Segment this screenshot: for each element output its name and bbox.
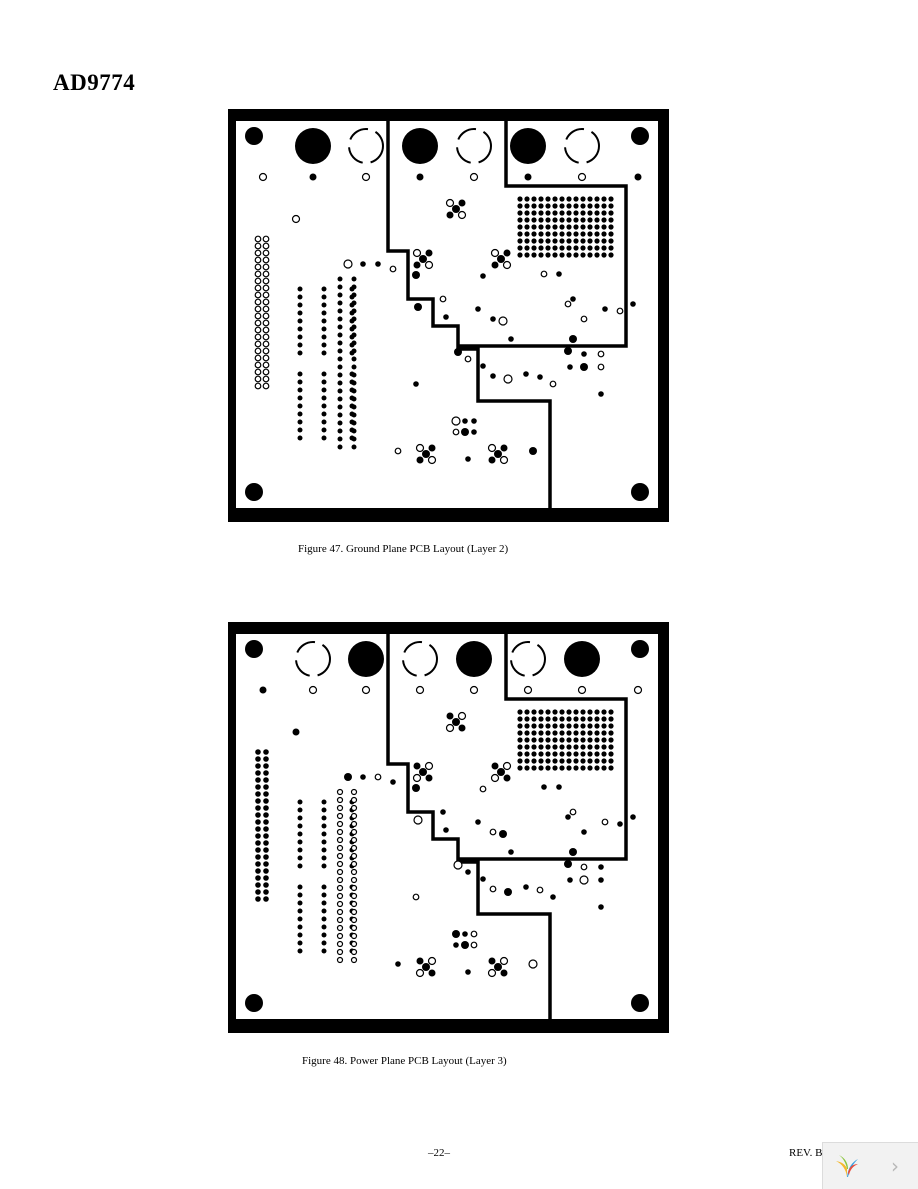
viewer-navigation: ›	[822, 1142, 918, 1189]
power-plane-pcb-image	[236, 634, 658, 1019]
ground-plane-layout-figure	[228, 109, 669, 522]
revision-label: REV. B	[789, 1147, 823, 1159]
document-title: AD9774	[53, 70, 136, 95]
viewer-logo-icon[interactable]	[828, 1147, 866, 1185]
next-page-button[interactable]: ›	[891, 1154, 899, 1178]
page-number: –22–	[428, 1147, 450, 1159]
ground-plane-pcb-image	[236, 121, 658, 508]
figure-48-caption: Figure 48. Power Plane PCB Layout (Layer…	[302, 1055, 507, 1067]
power-plane-layout-figure	[228, 622, 669, 1033]
figure-47-caption: Figure 47. Ground Plane PCB Layout (Laye…	[298, 543, 509, 555]
